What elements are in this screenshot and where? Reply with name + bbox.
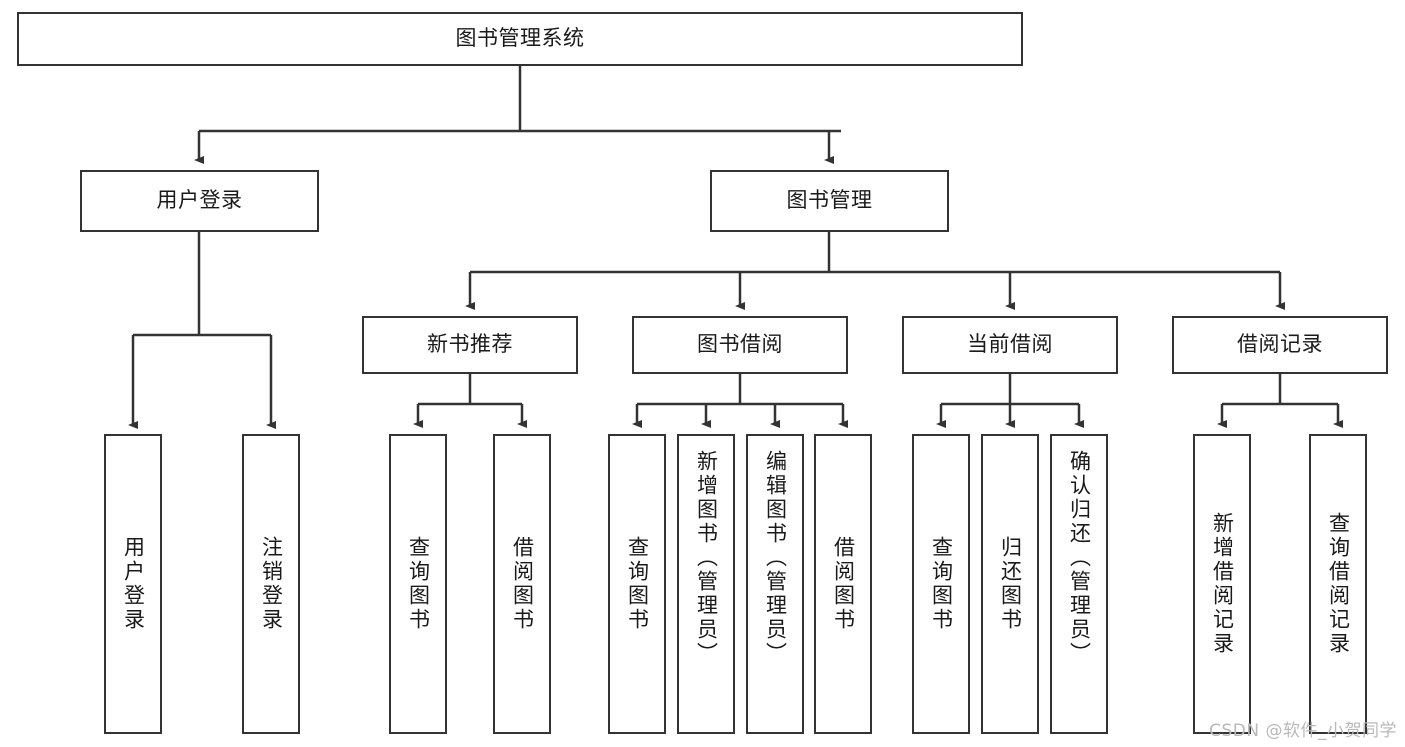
node-book-management[interactable]: 图书管理 (710, 170, 949, 232)
watermark-text: CSDN @软件_小贺同学 (1209, 721, 1397, 741)
leaf-current-borrow-query[interactable]: 查询图书 (912, 434, 970, 734)
leaf-book-borrow-add[interactable]: 新增图书（管理员） (677, 434, 735, 734)
node-label: 归还图书 (998, 536, 1023, 632)
node-label: 用户登录 (156, 188, 243, 213)
node-label: 确认归还（管理员） (1067, 450, 1092, 666)
node-label: 查询图书 (406, 536, 431, 632)
leaf-new-book-borrow[interactable]: 借阅图书 (493, 434, 551, 734)
node-current-borrow[interactable]: 当前借阅 (902, 316, 1118, 374)
node-label: 注销登录 (259, 536, 284, 632)
node-label: 查询借阅记录 (1326, 512, 1351, 656)
leaf-new-book-query[interactable]: 查询图书 (389, 434, 447, 734)
leaf-current-borrow-confirm-return[interactable]: 确认归还（管理员） (1050, 434, 1108, 734)
node-label: 查询图书 (929, 536, 954, 632)
node-label: 当前借阅 (967, 332, 1053, 357)
leaf-borrow-record-add[interactable]: 新增借阅记录 (1193, 434, 1251, 734)
node-label: 借阅图书 (510, 536, 535, 632)
leaf-user-login-login[interactable]: 用户登录 (104, 434, 162, 734)
leaf-user-login-logout[interactable]: 注销登录 (242, 434, 300, 734)
node-label: 新增借阅记录 (1210, 512, 1235, 656)
node-label: 编辑图书（管理员） (763, 450, 788, 666)
leaf-book-borrow-borrow[interactable]: 借阅图书 (814, 434, 872, 734)
node-label: 借阅记录 (1237, 332, 1323, 357)
node-label: 图书管理系统 (455, 26, 585, 51)
node-label: 图书管理 (786, 188, 873, 213)
node-label: 借阅图书 (831, 536, 856, 632)
leaf-borrow-record-query[interactable]: 查询借阅记录 (1309, 434, 1367, 734)
leaf-current-borrow-return[interactable]: 归还图书 (981, 434, 1039, 734)
node-label: 查询图书 (625, 536, 650, 632)
leaf-book-borrow-query[interactable]: 查询图书 (608, 434, 666, 734)
node-label: 用户登录 (121, 536, 146, 632)
node-user-login[interactable]: 用户登录 (80, 170, 319, 232)
leaf-book-borrow-edit[interactable]: 编辑图书（管理员） (746, 434, 804, 734)
node-label: 图书借阅 (697, 332, 783, 357)
node-root-system[interactable]: 图书管理系统 (17, 12, 1023, 66)
node-new-book-recommend[interactable]: 新书推荐 (362, 316, 578, 374)
node-label: 新增图书（管理员） (694, 450, 719, 666)
node-label: 新书推荐 (427, 332, 513, 357)
node-borrow-record[interactable]: 借阅记录 (1172, 316, 1388, 374)
node-book-borrow[interactable]: 图书借阅 (632, 316, 848, 374)
